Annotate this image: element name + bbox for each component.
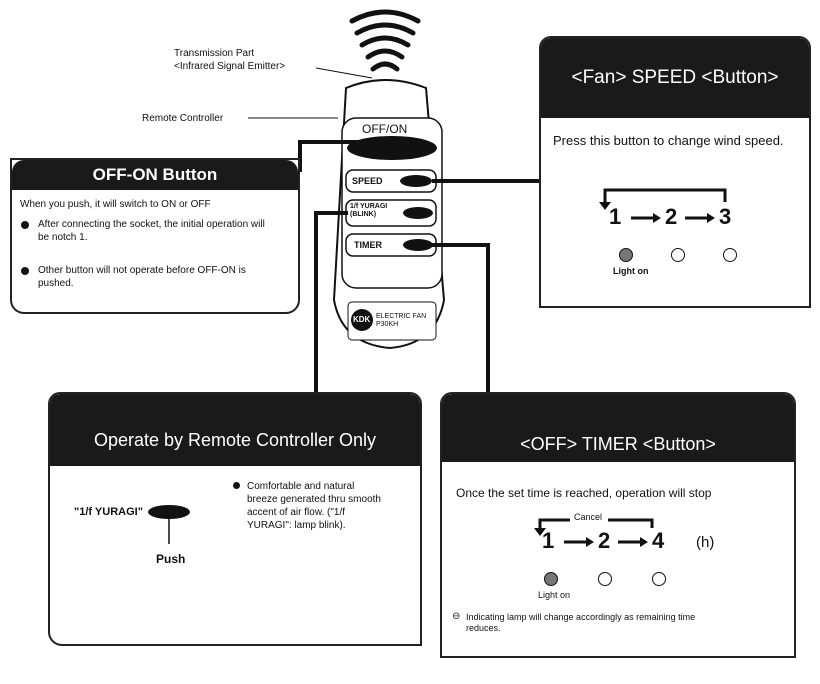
lamp-on-icon [544,572,558,586]
transmission-leader-line [315,67,373,79]
remote-only-panel: Operate by Remote Controller Only "1/f Y… [48,392,422,646]
lamp-off-icon [671,248,685,262]
speed-light-on: Light on [613,266,649,276]
remote-only-panel-title: Operate by Remote Controller Only [50,394,420,466]
timer-panel: <OFF> TIMER <Button> Once the set time i… [440,392,796,658]
offon-bullet-2: Other button will not operate before OFF… [38,265,246,289]
remote-yuragi-label: 1/f YURAGI (BLINK) [350,203,387,219]
timer-panel-title: <OFF> TIMER <Button> [442,394,794,462]
lamp-off-icon [652,572,666,586]
timer-unit: (h) [696,534,715,551]
push-diagram [148,505,190,544]
timer-desc: Once the set time is reached, operation … [456,486,712,500]
yuragi-remote-button [403,207,433,219]
remote-timer-label: TIMER [354,240,382,250]
remote-model: ELECTRIC FAN P30KH [376,313,426,329]
timer-num-1: 1 [542,528,556,553]
speed-num-3: 3 [719,204,733,229]
offon-bullet-1: After connecting the socket, the initial… [38,219,265,243]
speed-remote-button [400,175,432,187]
lamp-off-icon [598,572,612,586]
yuragi-connector [314,211,348,392]
remote-logo-text: KDK [353,315,371,324]
offon-connector [298,140,394,172]
remote-model-line-2: P30KH [376,321,399,328]
bullet-icon [21,221,29,229]
kdk-logo-icon [351,309,373,331]
lamp-off-icon [723,248,737,262]
yuragi-quote-label: "1/f YURAGI" [74,506,143,518]
offon-panel-title: OFF-ON Button [12,160,298,190]
remote-only-bullet: Comfortable and natural breeze generated… [247,481,381,531]
bullet-icon [233,482,240,489]
speed-panel: <Fan> SPEED <Button> Press this button t… [539,36,811,308]
bullet-icon [21,267,29,275]
offon-panel: OFF-ON Button When you push, it will swi… [10,158,300,314]
remote-yuragi-label-1: 1/f YURAGI [350,203,388,210]
speed-panel-title: <Fan> SPEED <Button> [541,38,809,118]
speed-num-2: 2 [665,204,679,229]
timer-num-4: 4 [652,528,666,553]
push-label: Push [156,552,186,566]
remote-offon-label: OFF/ON [362,122,408,136]
speed-num-1: 1 [609,204,623,229]
timer-light-on: Light on [538,590,571,600]
signal-waves-icon [349,9,421,72]
speed-desc: Press this button to change wind speed. [553,133,784,148]
transmission-callout: Transmission Part <Infrared Signal Emitt… [174,47,285,73]
minus-circle-icon: ⊖ [452,611,461,622]
timer-remote-button [403,239,433,251]
remote-yuragi-label-2: (BLINK) [350,211,377,218]
offon-intro: When you push, it will switch to ON or O… [20,199,211,210]
timer-sequence-arrows [534,518,654,547]
speed-sequence-arrows [599,188,727,223]
transmission-sub-label: <Infrared Signal Emitter> [174,61,286,72]
remote-controller-label: Remote Controller [142,113,224,124]
transmission-label: Transmission Part [174,48,255,59]
remote-model-line-1: ELECTRIC FAN [376,313,427,320]
timer-cancel-label: Cancel [574,512,603,522]
lamp-on-icon [619,248,633,262]
timer-note: Indicating lamp will change accordingly … [466,612,696,633]
timer-connector [432,243,490,392]
remote-speed-label: SPEED [352,176,383,186]
timer-num-2: 2 [598,528,612,553]
